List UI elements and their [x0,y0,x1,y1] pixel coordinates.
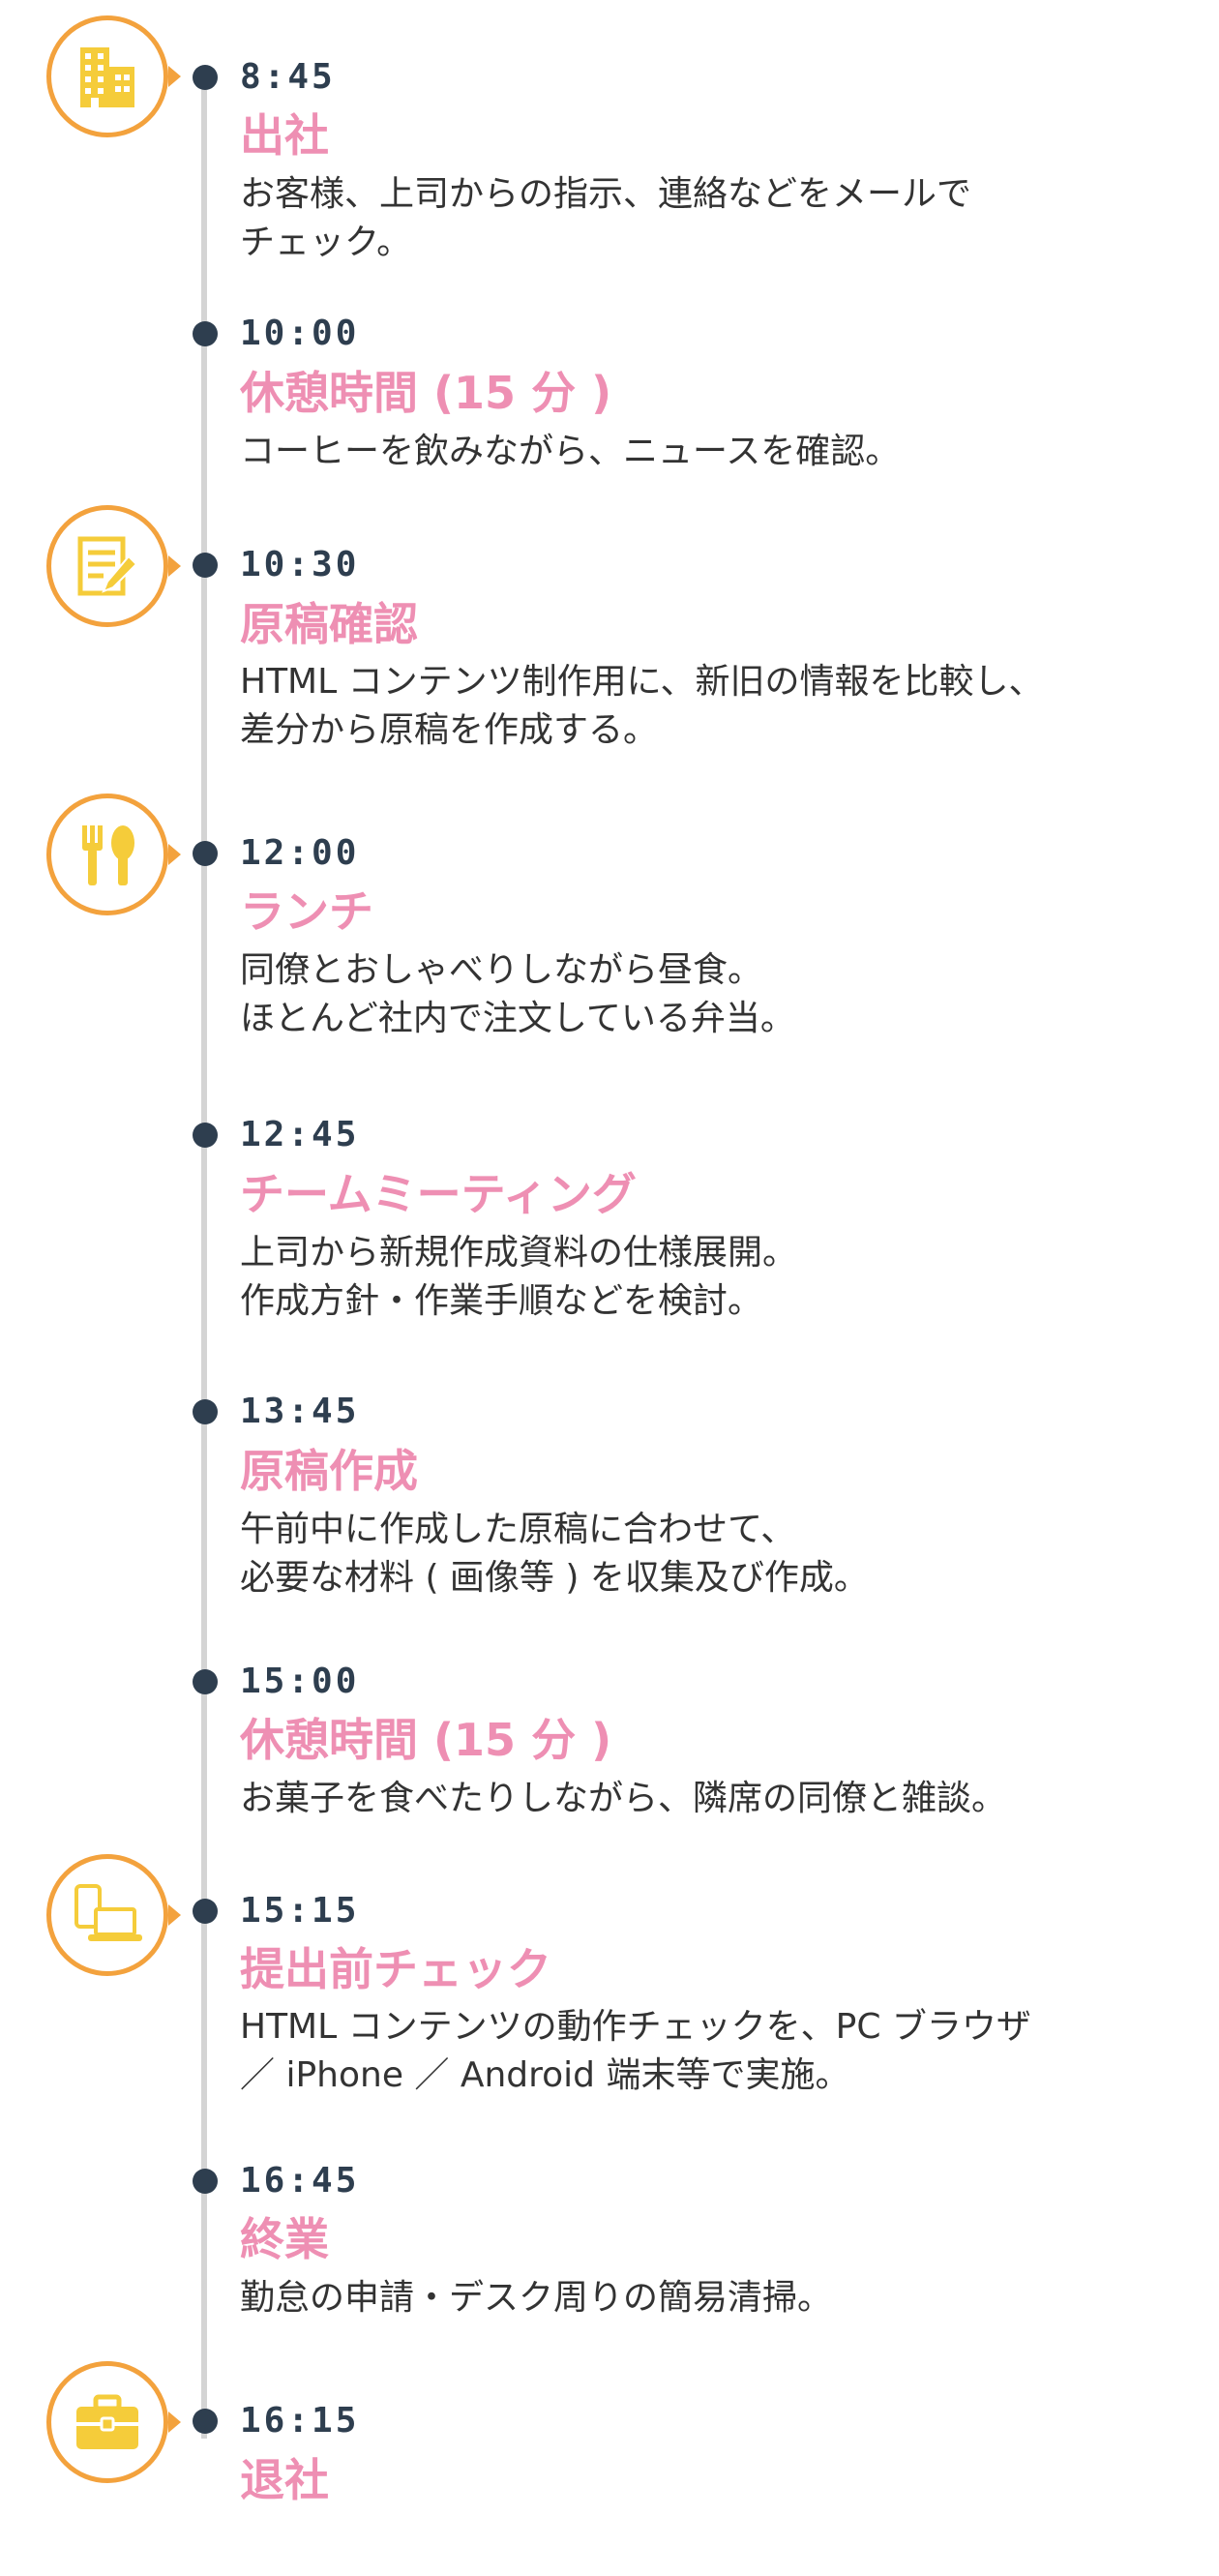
entry-title: 休憩時間 (15 分 ) [240,367,612,419]
entry-time: 12:00 [240,833,360,873]
entry-time: 16:45 [240,2161,360,2201]
timeline-dot [193,553,218,578]
entry-time: 13:45 [240,1392,360,1431]
timeline-dot [193,1669,218,1694]
entry-title: 休憩時間 (15 分 ) [240,1714,612,1766]
icon-badge [46,2361,181,2483]
timeline-dot [193,2169,218,2194]
entry-title: 退社 [240,2454,329,2506]
timeline-dot [193,1399,218,1424]
icon-badge [46,1854,181,1976]
entry-title: 提出前チェック [240,1943,551,1995]
entry-title: 原稿作成 [240,1445,418,1497]
entry-title: 原稿確認 [240,598,418,650]
timeline-dot [193,1899,218,1924]
entry-time: 12:45 [240,1115,360,1154]
entry-description: 午前中に作成した原稿に合わせて、 必要な材料 ( 画像等 ) を収集及び作成。 [240,1510,869,1598]
briefcase-icon [76,2394,138,2449]
timeline-dot [193,841,218,866]
entry-description: HTML コンテンツ制作用に、新旧の情報を比較し、 差分から原稿を作成する。 [240,662,1044,750]
timeline-dot [193,2409,218,2434]
entry-time: 15:00 [240,1662,360,1701]
office-building-icon [80,47,134,107]
entry-time: 10:00 [240,314,360,353]
entry-description: お菓子を食べたりしながら、隣席の同僚と雑談。 [240,1779,1007,1818]
entry-description: コーヒーを飲みながら、ニュースを確認。 [240,432,901,471]
entry-time: 16:15 [240,2401,360,2441]
timeline-dot [193,65,218,90]
entry-description: お客様、上司からの指示、連絡などをメールで チェック。 [240,174,972,262]
timeline-line [201,77,207,2439]
icon-badge [46,505,181,627]
entry-title: ランチ [240,885,373,938]
entry-title: 終業 [240,2213,329,2265]
entry-description: 上司から新規作成資料の仕様展開。 作成方針・作業手順などを検討。 [240,1233,798,1321]
entry-description: HTML コンテンツの動作チェックを、PC ブラウザ ／ iPhone ／ An… [240,2007,1031,2095]
entry-time: 8:45 [240,57,336,97]
entry-time: 10:30 [240,545,360,584]
entry-time: 15:15 [240,1891,360,1931]
fork-spoon-icon [82,825,134,885]
timeline-dot [193,1123,218,1148]
timeline-dot [193,321,218,346]
icon-badge [46,794,181,915]
devices-icon [74,1884,142,1941]
entry-title: チームミーティング [240,1168,637,1220]
entry-title: 出社 [240,109,329,162]
entry-description: 同僚とおしゃべりしながら昼食。 ほとんど社内で注文している弁当。 [240,950,795,1038]
icon-badge [46,15,181,137]
entry-description: 勤怠の申請・デスク周りの簡易清掃。 [240,2278,833,2318]
document-edit-icon [77,536,138,596]
